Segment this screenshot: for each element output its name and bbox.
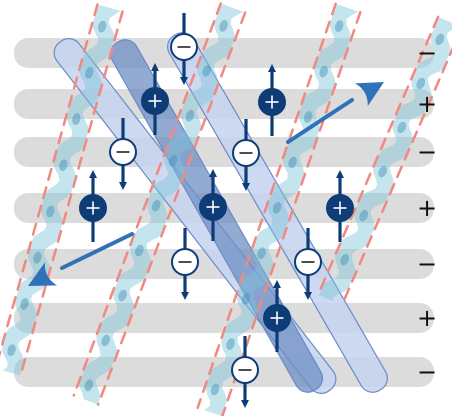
plus-in-circle-icon xyxy=(199,193,227,221)
positive-particle xyxy=(263,280,291,352)
plus-in-circle-icon xyxy=(263,304,291,332)
flow-arrows xyxy=(28,82,384,286)
row-charge-label: − xyxy=(417,358,437,386)
plus-in-circle-icon xyxy=(326,194,354,222)
positive-particle xyxy=(79,170,107,242)
plus-in-circle-icon xyxy=(258,88,286,116)
minus-in-circle-icon xyxy=(294,248,322,276)
minus-in-circle-icon xyxy=(171,248,199,276)
positive-particle xyxy=(199,169,227,241)
positive-particle xyxy=(141,63,169,135)
flow-arrow xyxy=(286,82,384,144)
negative-particle xyxy=(109,118,137,190)
minus-in-circle-icon xyxy=(170,33,198,61)
wavy-chain xyxy=(72,2,247,406)
row-charge-label: − xyxy=(417,39,437,67)
plus-in-circle-icon xyxy=(79,194,107,222)
negative-particle xyxy=(231,336,259,408)
row-charge-labels: − + − + − + − xyxy=(417,39,437,386)
flow-arrow xyxy=(28,232,134,286)
negative-particle xyxy=(170,13,198,85)
wavy-chain xyxy=(316,15,452,307)
minus-in-circle-icon xyxy=(109,138,137,166)
positive-particle xyxy=(326,170,354,242)
negative-particle xyxy=(294,228,322,300)
row-charge-label: + xyxy=(417,90,437,118)
wavy-chain xyxy=(196,2,362,416)
particles xyxy=(79,13,354,408)
negative-particle xyxy=(232,119,260,191)
row-charge-label: + xyxy=(417,194,437,222)
row-charge-label: + xyxy=(417,304,437,332)
diagonal-band xyxy=(167,32,388,393)
minus-in-circle-icon xyxy=(232,139,260,167)
plus-in-circle-icon xyxy=(141,87,169,115)
row-charge-label: − xyxy=(417,250,437,278)
negative-particle xyxy=(171,228,199,300)
minus-in-circle-icon xyxy=(231,356,259,384)
row-charge-label: − xyxy=(417,138,437,166)
positive-particle xyxy=(258,64,286,136)
